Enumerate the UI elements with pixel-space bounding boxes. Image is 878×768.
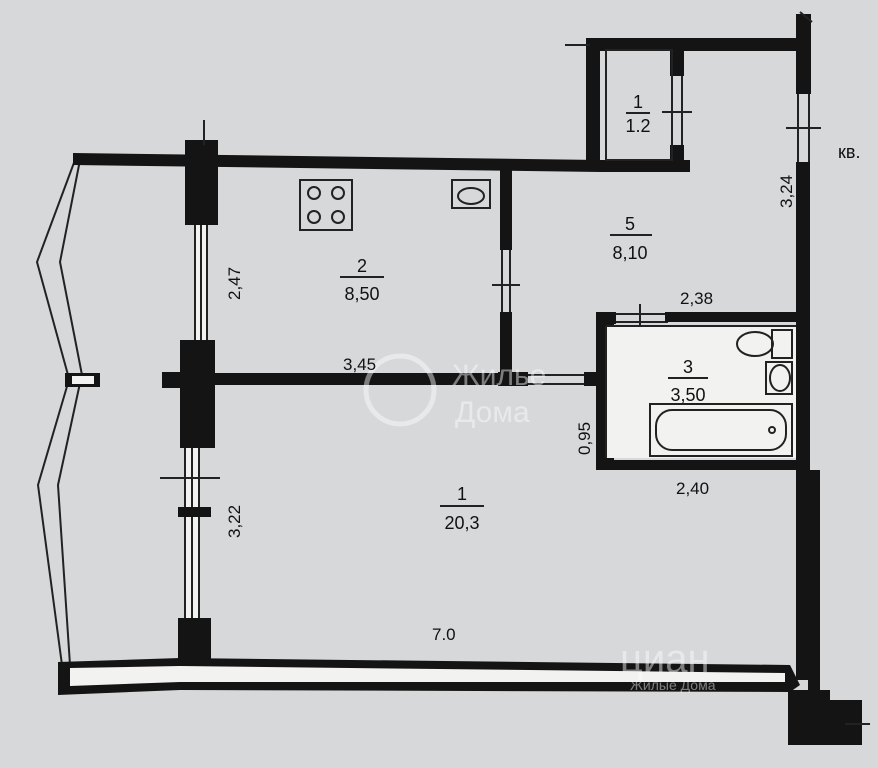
toilet (736, 329, 793, 359)
dim-bath-bottom: 2,40 (676, 479, 709, 498)
balcony (35, 159, 100, 666)
room-number: 2 (357, 256, 367, 276)
dim-corridor-gap: 0,95 (575, 422, 594, 455)
room-label-2: 2 8,50 (340, 256, 384, 304)
watermark-corner-1: циан (620, 637, 710, 681)
bathroom-sink (765, 361, 793, 395)
watermark-corner-2: Жилые Дома (630, 677, 716, 693)
walls (58, 14, 862, 745)
room-area: 8,10 (612, 243, 647, 263)
dim-kitchen-width: 3,45 (343, 355, 376, 374)
room-number: 5 (625, 214, 635, 234)
room-label-1: 1 20,3 (440, 484, 484, 533)
room-area: 8,50 (344, 284, 379, 304)
room-number: 1 (633, 92, 643, 112)
room-number: 3 (683, 357, 693, 377)
room-area: 3,50 (670, 385, 705, 405)
dim-living-width: 7.0 (432, 625, 456, 644)
kitchen-sink (451, 179, 491, 209)
room-area: 1.2 (625, 116, 650, 136)
dim-kitchen-height: 2,47 (225, 267, 244, 300)
dim-living-height: 3,22 (225, 505, 244, 538)
room-label-3: 3 3,50 (668, 357, 708, 405)
room-label-5: 5 8,10 (610, 214, 652, 263)
watermark-line-1: Жилье (452, 359, 546, 392)
watermark-line-2: Дома (455, 396, 530, 429)
watermark-center: Жилье Дома (363, 353, 546, 429)
watermark-corner: циан Жилые Дома (620, 637, 716, 693)
room-label-4: 1 1.2 (625, 92, 650, 136)
room-area: 20,3 (444, 513, 479, 533)
stair-label: кв. (838, 142, 860, 162)
bathtub (649, 403, 793, 457)
stove (299, 179, 353, 231)
dim-hall-height: 3,24 (777, 175, 796, 208)
dim-bath-top: 2,38 (680, 289, 713, 308)
room-number: 1 (457, 484, 467, 504)
